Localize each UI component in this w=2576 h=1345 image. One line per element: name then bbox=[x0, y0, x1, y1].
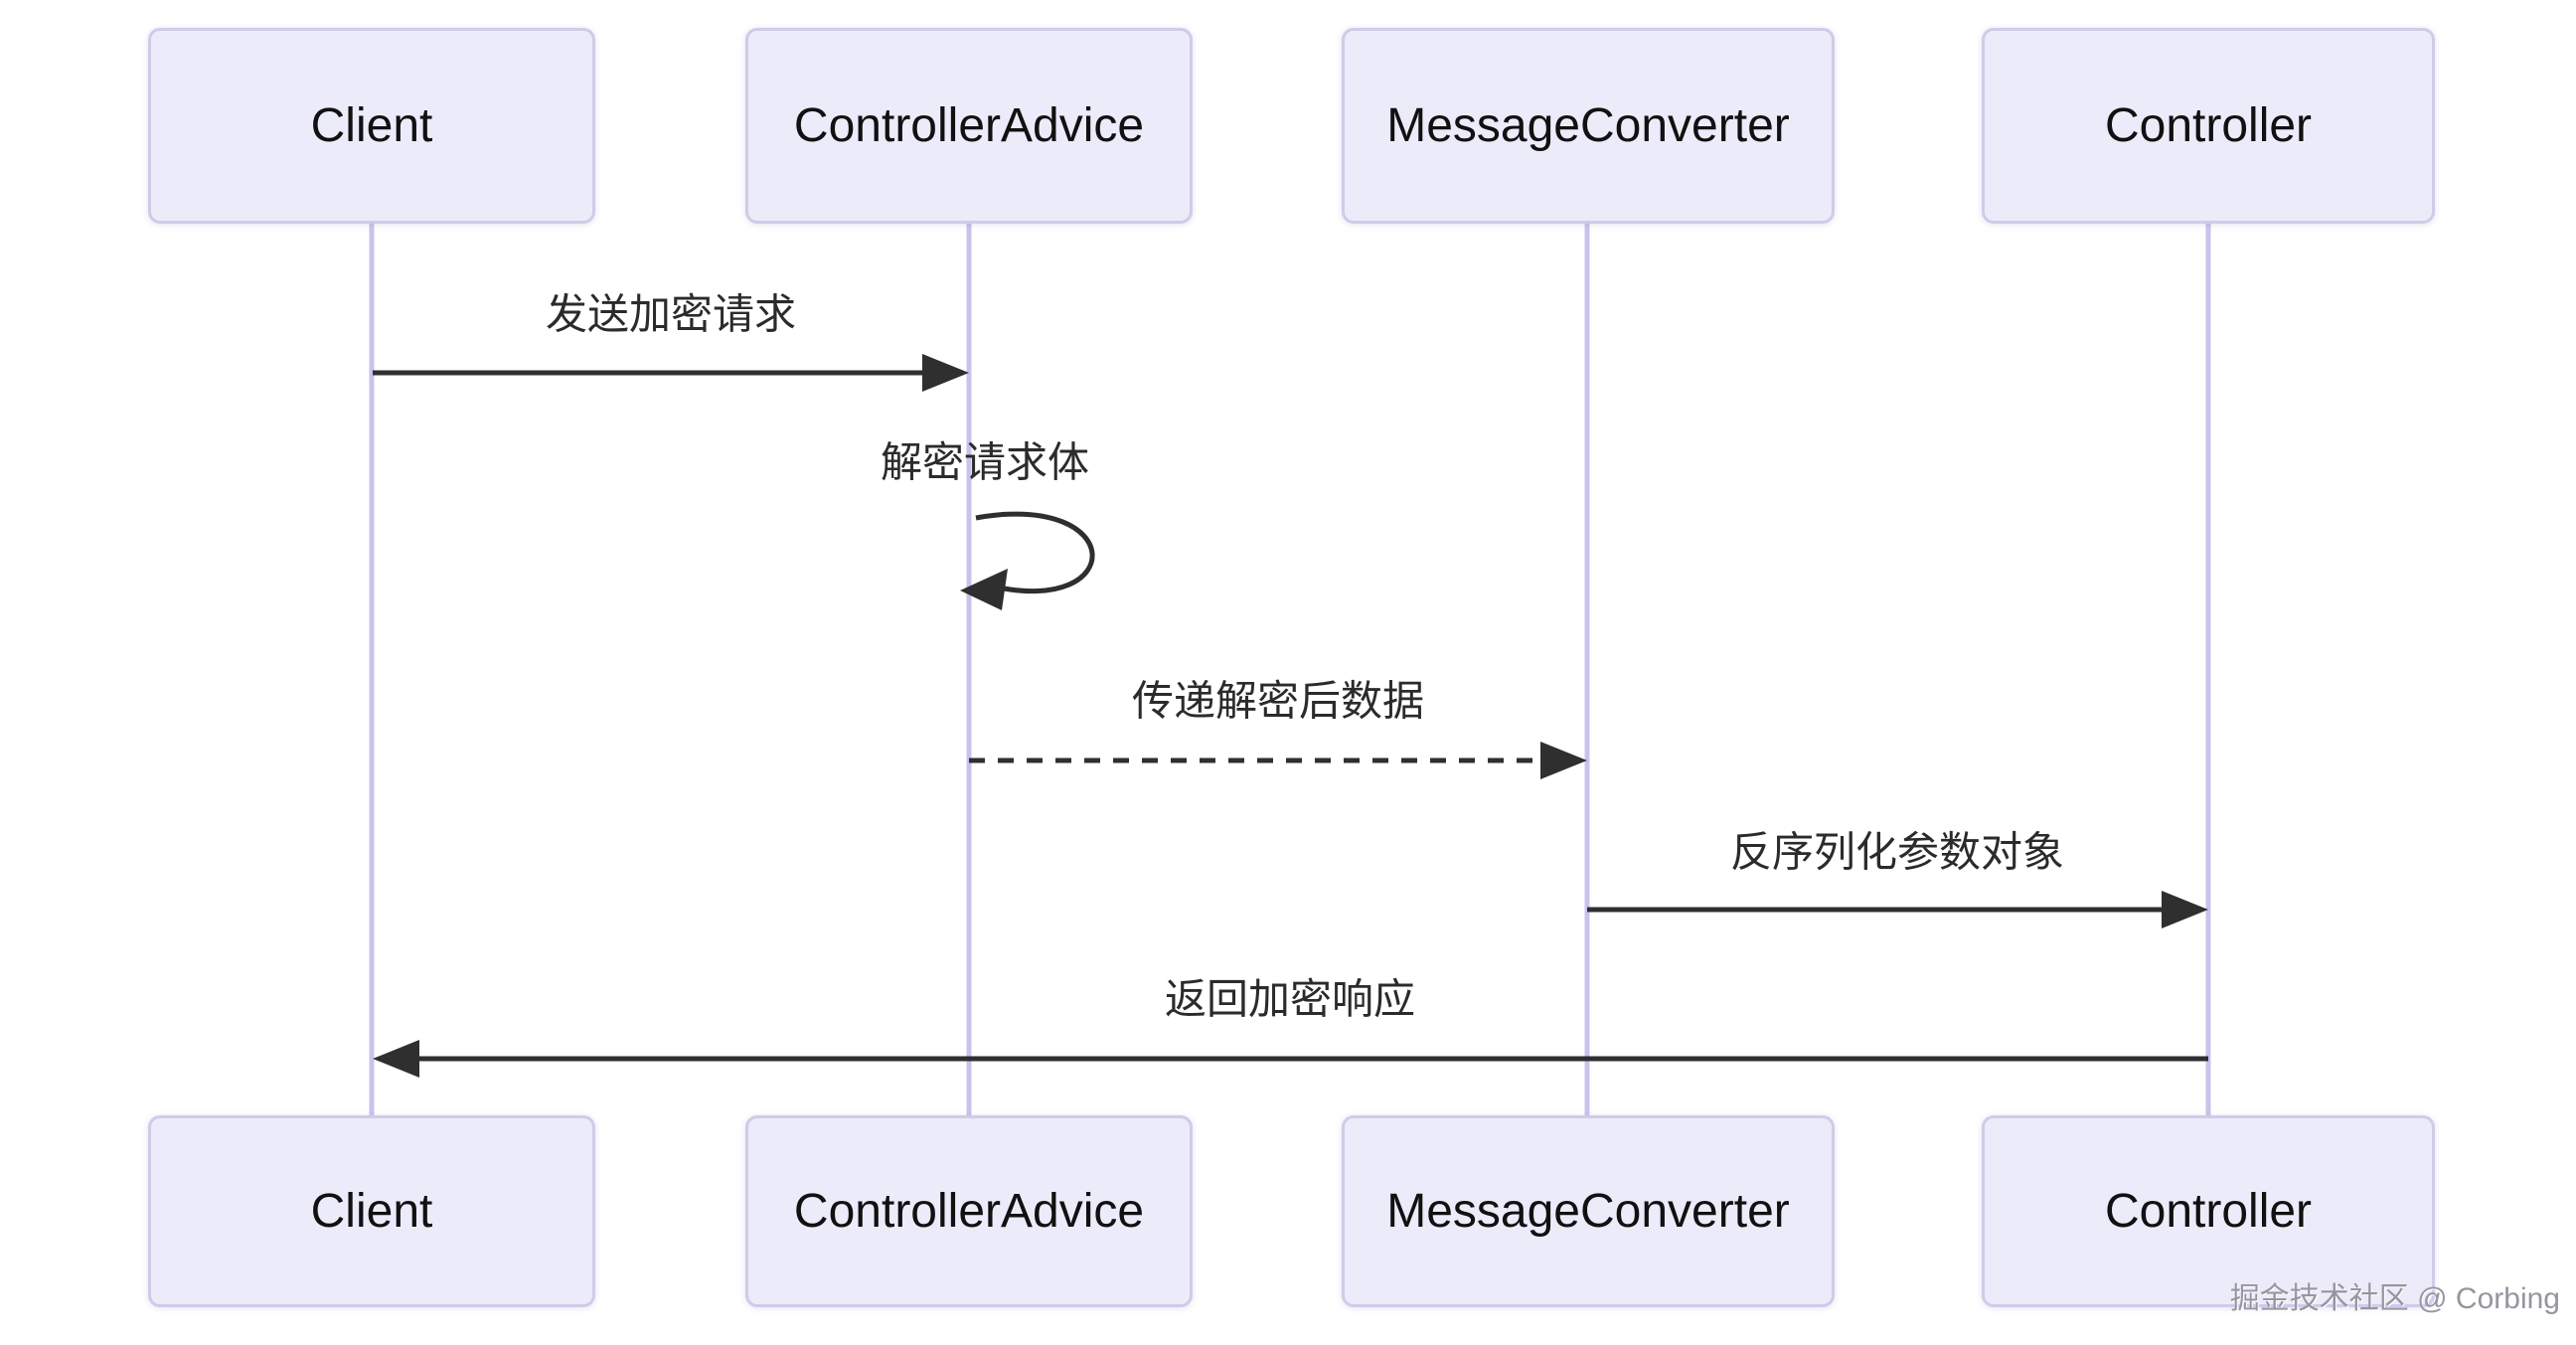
participant-client-bottom: Client bbox=[148, 1115, 595, 1307]
participant-label: ControllerAdvice bbox=[793, 1185, 1145, 1238]
participant-label: Client bbox=[310, 1185, 433, 1238]
message-4-label: 反序列化参数对象 bbox=[1729, 828, 2065, 876]
participant-label: Controller bbox=[2104, 1185, 2313, 1238]
participant-label: Controller bbox=[2104, 99, 2313, 152]
participant-controller-bottom: Controller bbox=[1982, 1115, 2435, 1307]
message-4-arrowhead-icon bbox=[2162, 891, 2208, 928]
participant-message-converter-top: MessageConverter bbox=[1342, 28, 1835, 224]
message-2-label: 解密请求体 bbox=[880, 438, 1090, 486]
participant-label: MessageConverter bbox=[1386, 1185, 1790, 1238]
message-1-arrowhead-icon bbox=[922, 354, 969, 392]
message-3-label: 传递解密后数据 bbox=[1131, 677, 1425, 725]
participant-label: ControllerAdvice bbox=[793, 99, 1145, 152]
message-2-arrowhead-icon bbox=[960, 569, 1008, 610]
participant-client-top: Client bbox=[148, 28, 595, 224]
watermark: 掘金技术社区 @ Corbing bbox=[2229, 1282, 2560, 1315]
message-1-label: 发送加密请求 bbox=[545, 290, 797, 338]
participant-controller-advice-top: ControllerAdvice bbox=[745, 28, 1193, 224]
participant-controller-top: Controller bbox=[1982, 28, 2435, 224]
message-2-selfloop bbox=[975, 511, 1095, 594]
participant-label: MessageConverter bbox=[1386, 99, 1790, 152]
participant-message-converter-bottom: MessageConverter bbox=[1342, 1115, 1835, 1307]
message-3-arrowhead-icon bbox=[1540, 742, 1587, 779]
message-5-arrowhead-icon bbox=[373, 1040, 419, 1078]
participant-controller-advice-bottom: ControllerAdvice bbox=[745, 1115, 1193, 1307]
message-5-label: 返回加密响应 bbox=[1164, 975, 1416, 1023]
participant-label: Client bbox=[310, 99, 433, 152]
